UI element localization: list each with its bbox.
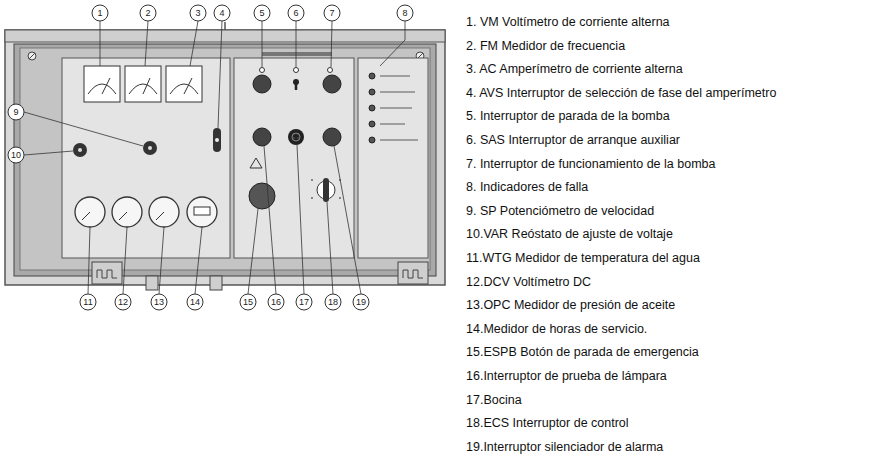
callout-number: 8 xyxy=(397,5,413,21)
legend-list-item: 7. Interruptor de funcionamiento de la b… xyxy=(466,156,715,172)
legend-list-item: 17.Bocina xyxy=(466,392,522,408)
legend-list-item: 18.ECS Interruptor de control xyxy=(466,415,629,431)
legend-list-item: 14.Medidor de horas de servicio. xyxy=(466,321,647,337)
callout-number: 3 xyxy=(190,5,206,21)
callout-number: 17 xyxy=(296,294,312,310)
callout-number: 15 xyxy=(240,294,256,310)
legend-list-item: 6. SAS Interruptor de arranque auxiliar xyxy=(466,132,680,148)
callout-number: 7 xyxy=(324,5,340,21)
callout-number: 4 xyxy=(214,5,230,21)
legend-list-item: 8. Indicadores de falla xyxy=(466,179,588,195)
callout-number: 6 xyxy=(288,5,304,21)
callout-number: 14 xyxy=(187,294,203,310)
callout-number: 19 xyxy=(353,294,369,310)
callout-number: 13 xyxy=(151,294,167,310)
legend-list-item: 19.Interruptor silenciador de alarma xyxy=(466,439,663,455)
callout-number: 2 xyxy=(140,5,156,21)
legend-list-item: 10.VAR Reóstato de ajuste de voltaje xyxy=(466,226,673,242)
legend-list-item: 13.OPC Medidor de presión de aceite xyxy=(466,297,675,313)
callout-number: 12 xyxy=(115,294,131,310)
callout-number: 5 xyxy=(254,5,270,21)
legend-list-item: 15.ESPB Botón de parada de emergencia xyxy=(466,344,699,360)
callout-number: 11 xyxy=(80,294,96,310)
legend-list-item: 5. Interruptor de parada de la bomba xyxy=(466,108,670,124)
callout-number: 9 xyxy=(8,104,24,120)
legend-list-item: 12.DCV Voltímetro DC xyxy=(466,274,591,290)
callout-number: 1 xyxy=(92,5,108,21)
legend-list-item: 11.WTG Medidor de temperatura del agua xyxy=(466,250,700,266)
legend-list-item: 1. VM Voltímetro de corriente alterna xyxy=(466,14,670,30)
callout-number: 16 xyxy=(268,294,284,310)
legend-list-item: 16.Interruptor de prueba de lámpara xyxy=(466,368,667,384)
legend-list-item: 2. FM Medidor de frecuencia xyxy=(466,38,625,54)
callout-number: 10 xyxy=(8,147,24,163)
callout-number: 18 xyxy=(325,294,341,310)
legend-list-item: 9. SP Potenciómetro de velocidad xyxy=(466,203,654,219)
legend-list-item: 4. AVS Interruptor de selección de fase … xyxy=(466,85,776,101)
legend-list-item: 3. AC Amperímetro de corriente alterna xyxy=(466,61,683,77)
